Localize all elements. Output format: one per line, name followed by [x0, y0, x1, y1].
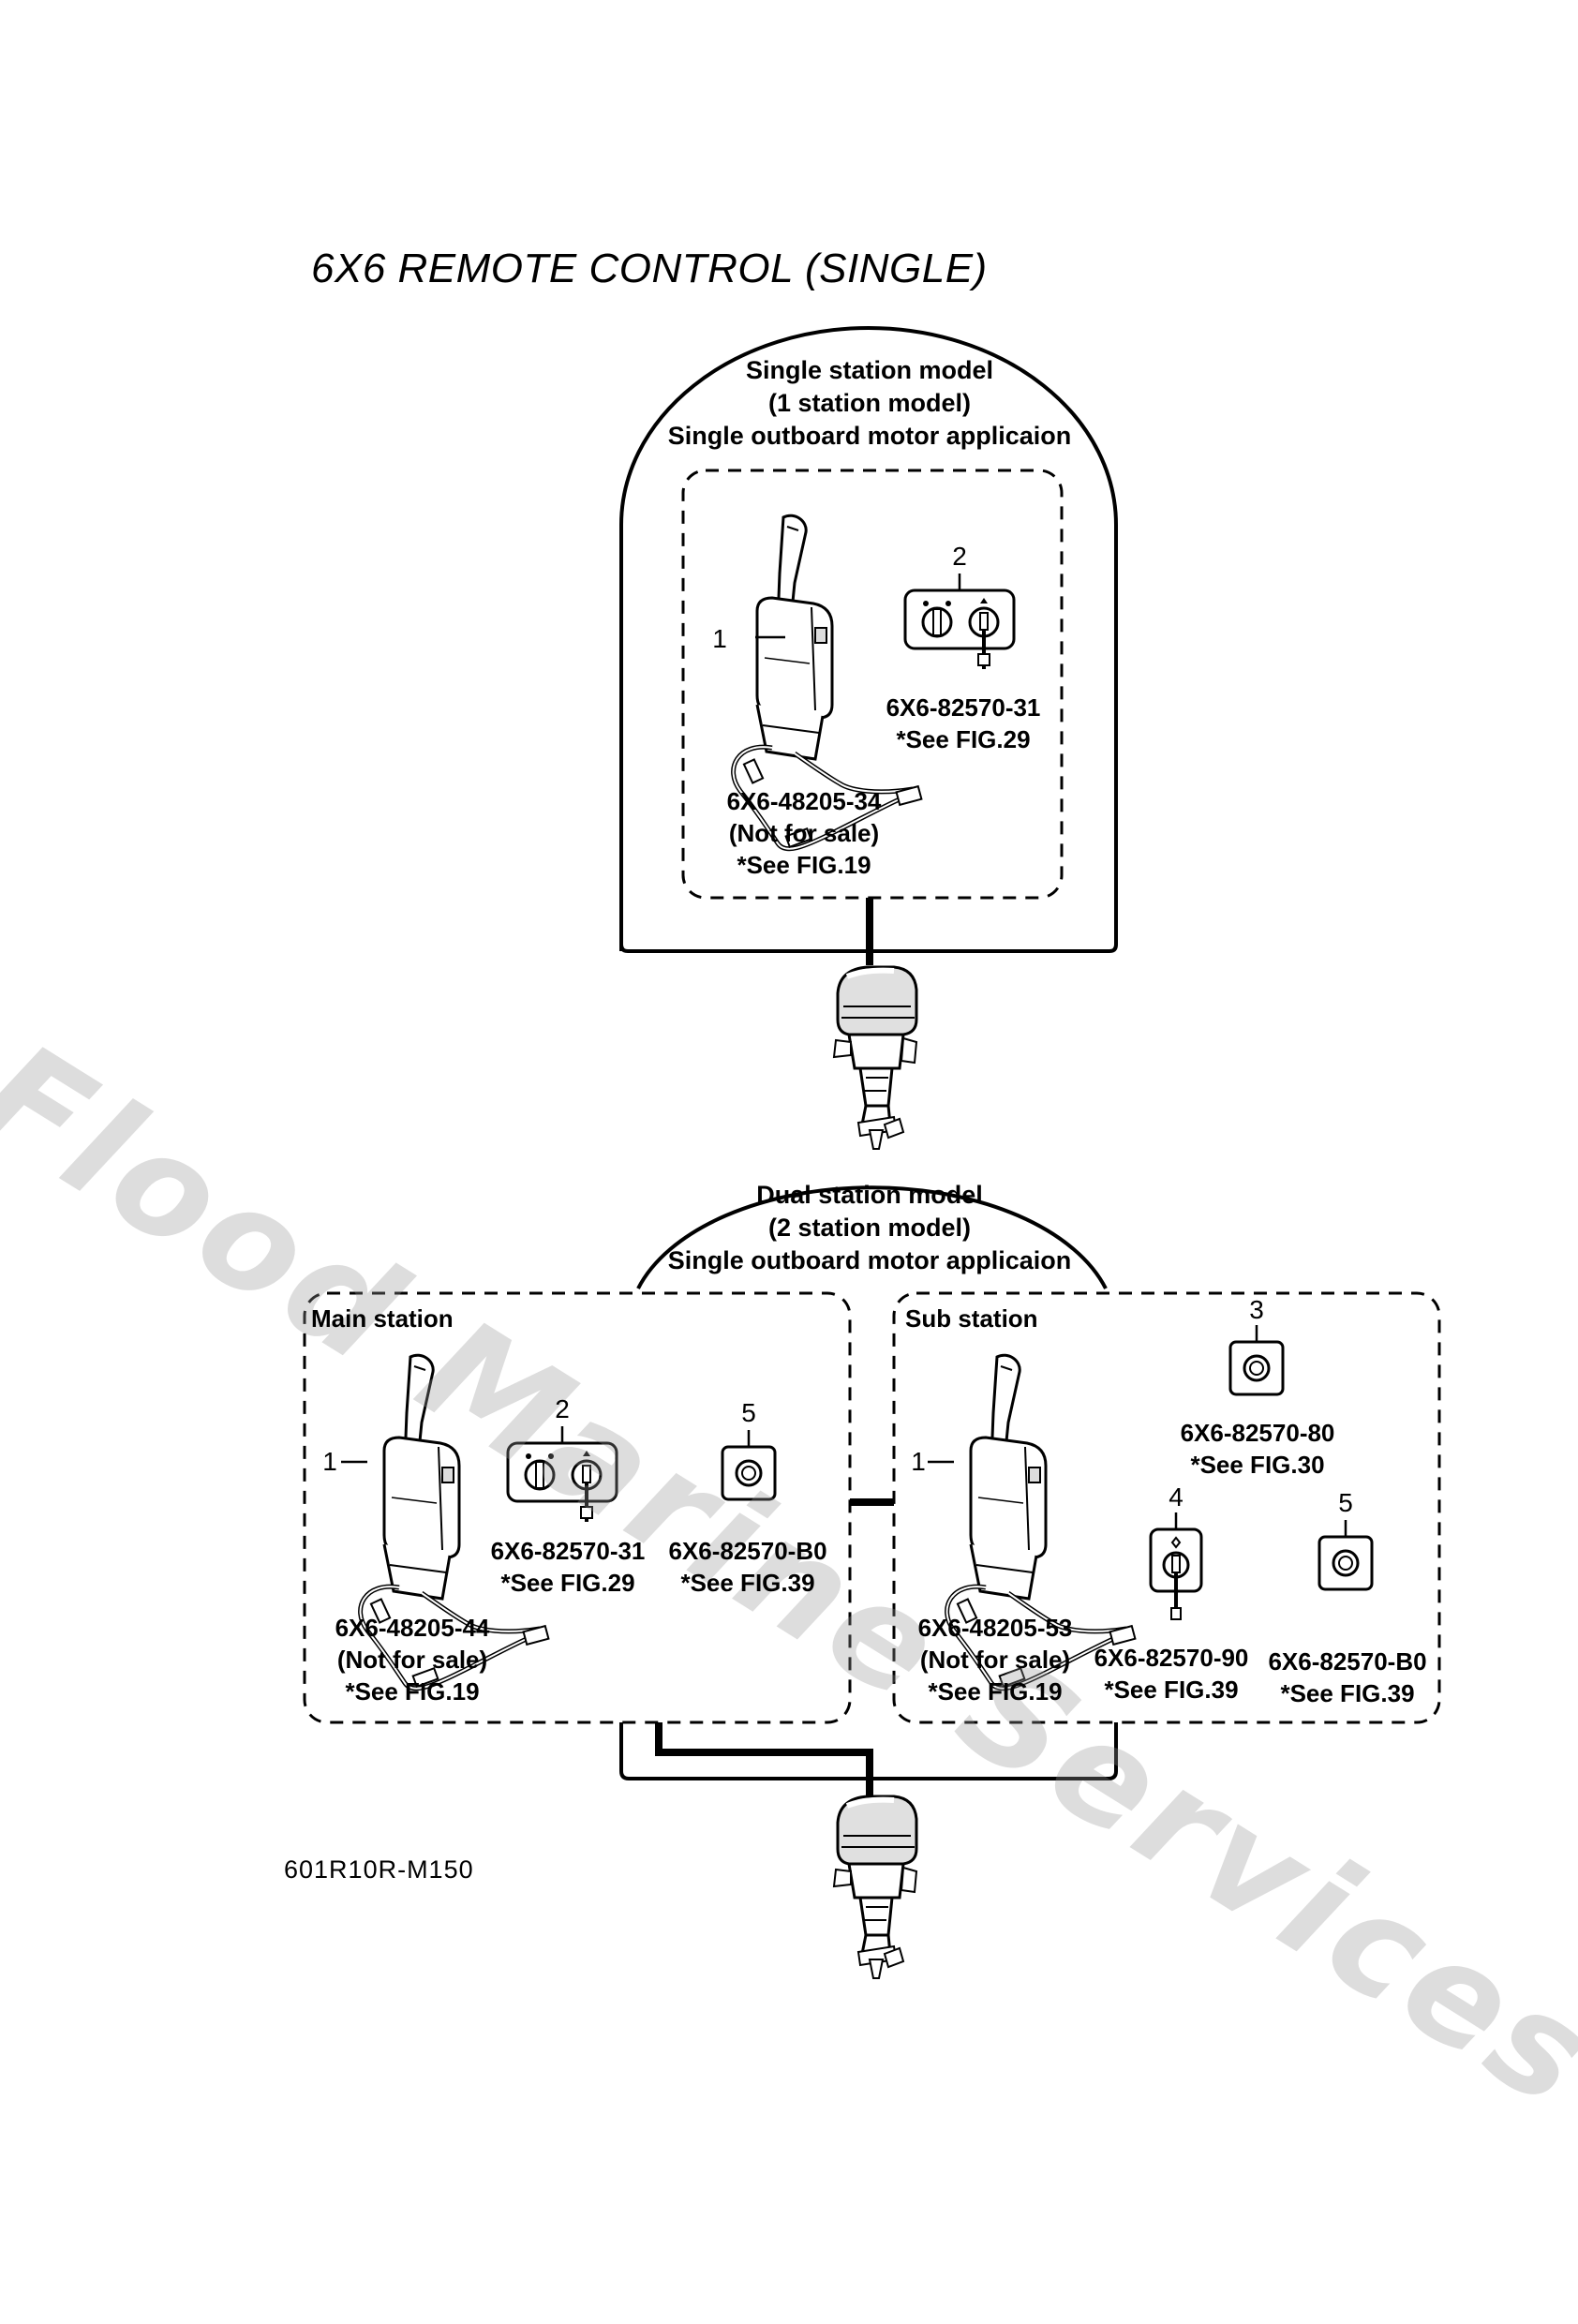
callout-number: 2 [952, 542, 967, 571]
main-station-label: Main station [311, 1304, 454, 1333]
single-station-outline [619, 326, 1118, 953]
key-switch-panel-icon [903, 588, 1016, 671]
callout-number: 2 [555, 1394, 570, 1423]
part-label-key-panel: 6X6-82570-31 *See FIG.29 [886, 693, 1041, 753]
page-title: 6X6 REMOTE CONTROL (SINGLE) [311, 246, 988, 291]
outboard-motor-icon [834, 967, 916, 1149]
part-label-main-key-panel: 6X6-82570-31 *See FIG.29 [490, 1537, 646, 1597]
part-label-lever: 6X6-48205-34 (Not for sale) *See FIG.19 [726, 787, 882, 879]
part-label-sub-key-switch: 6X6-82570-90 *See FIG.39 [1094, 1644, 1249, 1704]
part-label-sub-lever: 6X6-48205-53 (Not for sale) *See FIG.19 [917, 1614, 1073, 1706]
callout-number: 1 [322, 1447, 337, 1476]
outboard-motor-icon [834, 1796, 916, 1978]
callout-number: 1 [911, 1447, 926, 1476]
sub-station-label: Sub station [905, 1304, 1038, 1333]
callout-number: 4 [1169, 1482, 1184, 1512]
part-label-sub-push-switch-5: 6X6-82570-B0 *See FIG.39 [1268, 1647, 1427, 1707]
callout-number: 5 [1338, 1488, 1353, 1517]
sub-station-box [892, 1291, 1441, 1724]
part-label-sub-push-switch-3: 6X6-82570-80 *See FIG.30 [1180, 1419, 1335, 1479]
part-label-main-lever: 6X6-48205-44 (Not for sale) *See FIG.19 [335, 1614, 490, 1706]
push-switch-icon [1228, 1340, 1285, 1396]
single-station-header: Single station model (1 station model) S… [667, 356, 1072, 450]
callout-number: 1 [712, 624, 727, 653]
dual-station-header: Dual station model (2 station model) Sin… [667, 1181, 1072, 1274]
diagram-code: 601R10R-M150 [284, 1855, 474, 1884]
push-switch-icon [1317, 1535, 1374, 1591]
callout-number: 5 [741, 1398, 756, 1427]
part-label-main-push-switch: 6X6-82570-B0 *See FIG.39 [668, 1537, 827, 1597]
dual-station-arch-outline [636, 1185, 1108, 1289]
callout-number: 3 [1249, 1295, 1264, 1324]
single-key-switch-icon [1149, 1527, 1203, 1621]
main-station-box [303, 1291, 852, 1724]
